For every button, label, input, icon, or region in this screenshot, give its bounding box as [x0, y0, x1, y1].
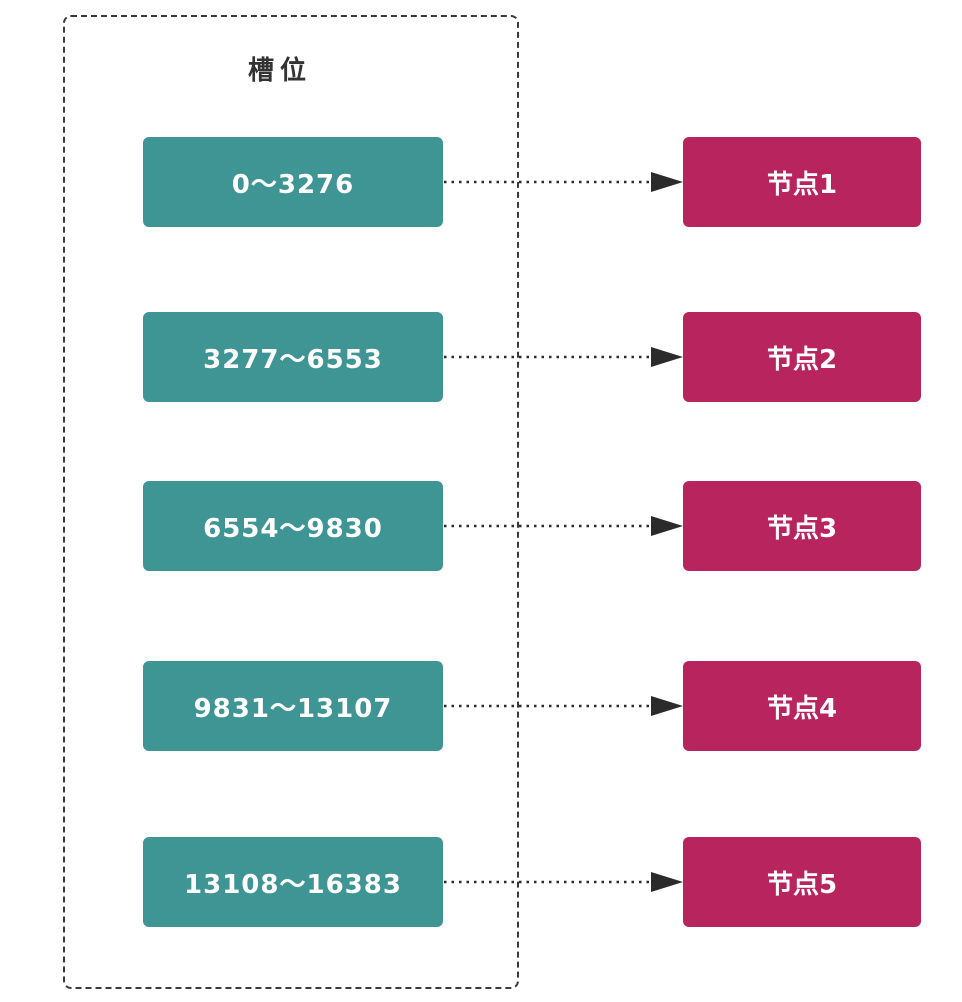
slot-group-title: 槽位	[247, 56, 312, 86]
slot-range-3: 6554～9830	[143, 481, 443, 571]
slot-range-1: 0～3276	[143, 137, 443, 227]
node-label: 节点2	[766, 344, 838, 375]
arrowhead-2	[651, 347, 683, 367]
slot-range-label: 6554～9830	[203, 513, 383, 544]
node-label: 节点5	[766, 869, 838, 900]
slot-range-4: 9831～13107	[143, 661, 443, 751]
slot-range-label: 0～3276	[231, 169, 355, 200]
node-4: 节点4	[683, 661, 921, 751]
arrowhead-4	[651, 696, 683, 716]
node-2: 节点2	[683, 312, 921, 402]
slot-range-5: 13108～16383	[143, 837, 443, 927]
slot-range-label: 9831～13107	[193, 693, 393, 724]
node-label: 节点3	[766, 513, 838, 544]
arrowhead-1	[651, 172, 683, 192]
node-3: 节点3	[683, 481, 921, 571]
arrowhead-3	[651, 516, 683, 536]
slot-range-2: 3277～6553	[143, 312, 443, 402]
node-label: 节点4	[766, 693, 838, 724]
arrowhead-5	[651, 872, 683, 892]
slot-group-frame	[63, 15, 519, 989]
node-5: 节点5	[683, 837, 921, 927]
slot-range-label: 13108～16383	[184, 869, 402, 900]
slot-range-label: 3277～6553	[203, 344, 383, 375]
node-label: 节点1	[766, 169, 838, 200]
node-1: 节点1	[683, 137, 921, 227]
